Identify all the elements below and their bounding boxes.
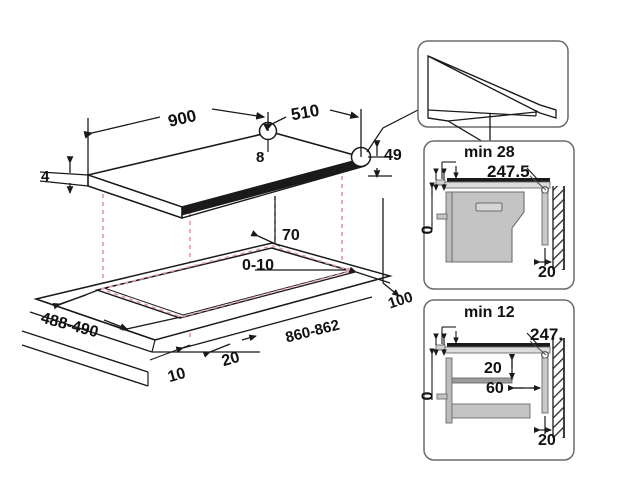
panel-label-247: 247. xyxy=(530,325,564,344)
dim-4 xyxy=(39,156,89,195)
dim-label-0-10: 0-10 xyxy=(242,257,275,274)
panel-min12 xyxy=(423,299,575,461)
dim-label-70: 70 xyxy=(282,227,300,244)
worktop-cutout xyxy=(21,242,393,387)
dim-20-worktop xyxy=(202,334,257,358)
panel-edge-detail xyxy=(417,40,569,148)
dim-100 xyxy=(348,266,400,297)
dim-860-862 xyxy=(175,296,373,354)
leader-10 xyxy=(149,344,191,361)
leader-to-edge-detail xyxy=(366,109,419,153)
panel-label-20-wall-min12: 20 xyxy=(538,432,556,449)
panel-label-247-5: 247.5 xyxy=(487,162,530,181)
dim-49 xyxy=(368,140,392,179)
main-isometric-view xyxy=(21,108,419,387)
dim-label-4: 4 xyxy=(41,168,50,185)
panel-label-zero-min28: 0 xyxy=(419,225,437,235)
panel-label-zero-min12: 0 xyxy=(419,391,437,401)
dim-label-510: 510 xyxy=(289,100,321,125)
dim-label-49: 49 xyxy=(384,147,402,164)
dim-510 xyxy=(263,109,362,157)
hob-slab xyxy=(85,131,369,219)
dim-label-8: 8 xyxy=(256,149,265,166)
dim-900 xyxy=(83,108,269,175)
panel-label-20-shelf: 20 xyxy=(484,360,502,377)
panel-label-min28: min 28 xyxy=(464,144,515,161)
panel-label-20-wall-min28: 20 xyxy=(538,264,556,281)
panel-label-60-drawer: 60 xyxy=(486,380,504,397)
dim-70 xyxy=(250,230,281,247)
panel-min28 xyxy=(423,140,575,290)
panel-label-min12: min 12 xyxy=(464,304,515,321)
dim-488-490 xyxy=(52,288,182,331)
radius-point-marker xyxy=(345,267,351,273)
